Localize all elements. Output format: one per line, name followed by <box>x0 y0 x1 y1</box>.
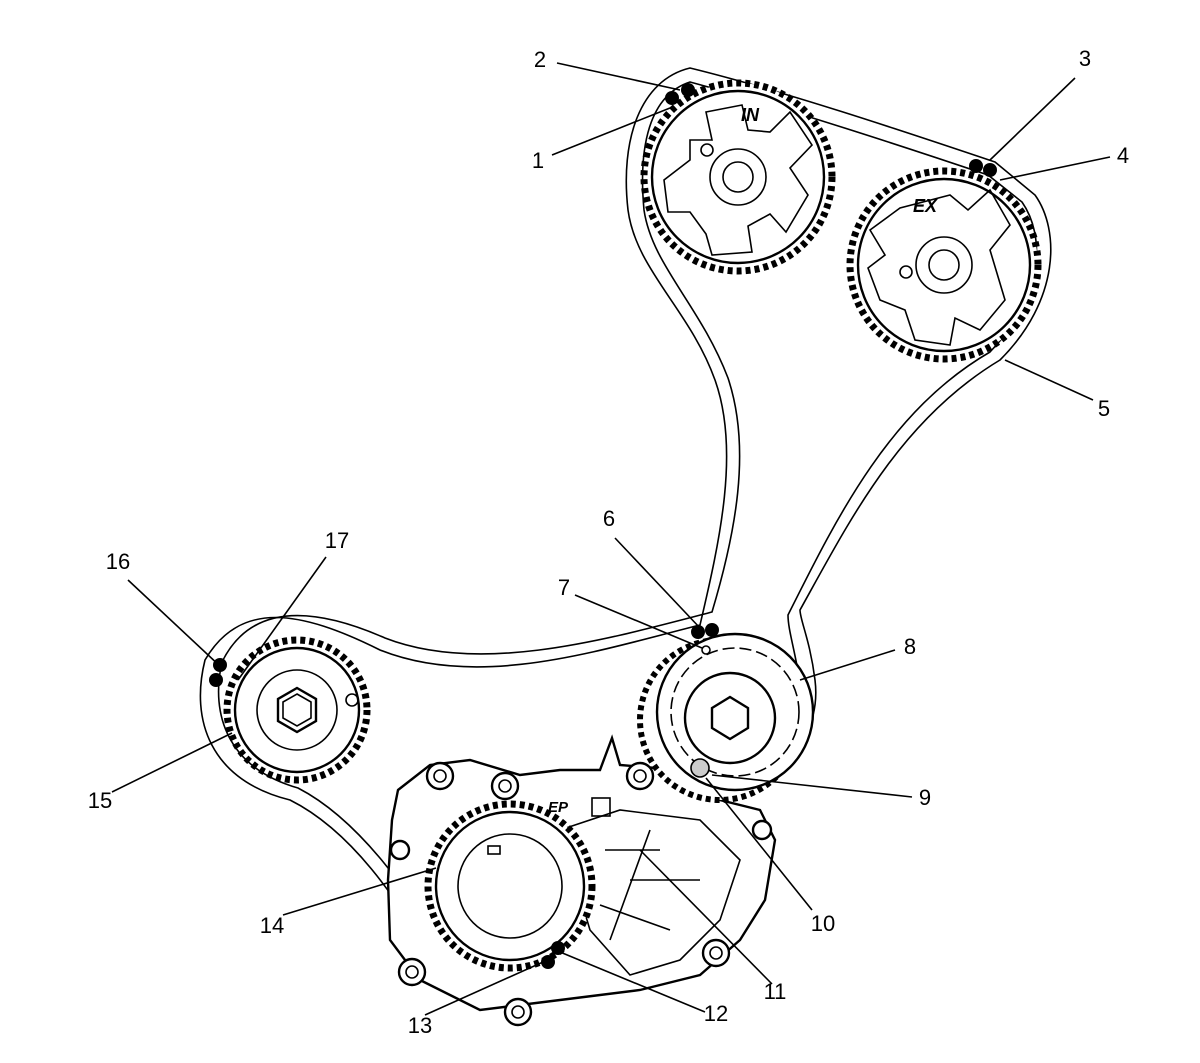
callout-labels: 2 1 3 4 5 6 7 8 9 10 11 12 13 14 15 16 1… <box>88 46 1129 1038</box>
callout-1: 1 <box>532 148 544 173</box>
callout-15: 15 <box>88 788 112 813</box>
callout-5: 5 <box>1098 396 1110 421</box>
belt-tensioner <box>637 632 815 803</box>
exhaust-camshaft-sprocket: EX <box>846 167 1042 363</box>
callout-6: 6 <box>603 506 615 531</box>
callout-10: 10 <box>811 911 835 936</box>
tensioner-pin <box>690 758 710 778</box>
callout-9: 9 <box>919 785 931 810</box>
leader-lines <box>111 62 1111 1016</box>
exhaust-mark-label: EX <box>913 196 938 216</box>
callout-3: 3 <box>1079 46 1091 71</box>
callout-16: 16 <box>106 549 130 574</box>
intake-mark-label: IN <box>741 105 760 125</box>
idler-sprocket <box>223 636 371 784</box>
intake-sprocket-hub-plate <box>663 104 814 256</box>
callout-4: 4 <box>1117 143 1129 168</box>
callout-13: 13 <box>408 1013 432 1038</box>
intake-camshaft-sprocket: IN <box>640 79 836 275</box>
callout-2: 2 <box>534 47 546 72</box>
timing-belt <box>199 67 1052 961</box>
callout-7: 7 <box>558 575 570 600</box>
callout-14: 14 <box>260 913 284 938</box>
crankshaft-sprocket <box>424 800 596 972</box>
exhaust-sprocket-hub-plate <box>867 188 1011 346</box>
callout-12: 12 <box>704 1001 728 1026</box>
callout-11: 11 <box>764 979 787 1004</box>
pump-mark-label: EP <box>548 799 569 816</box>
callout-17: 17 <box>325 528 349 553</box>
callout-8: 8 <box>904 634 916 659</box>
